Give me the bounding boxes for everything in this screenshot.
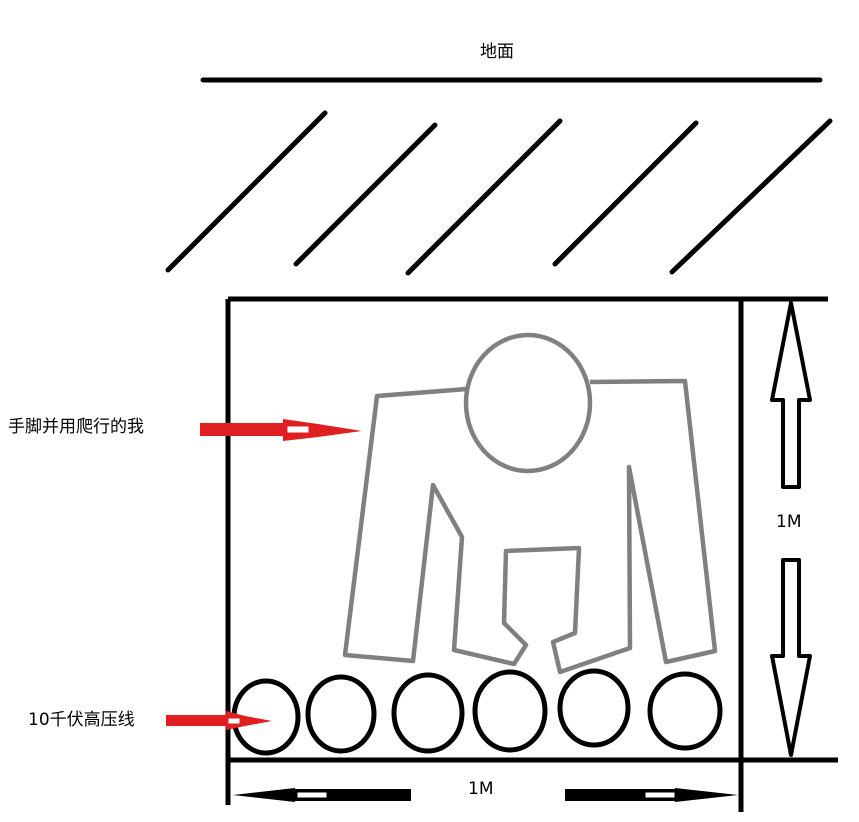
height-dimension-label: 1M — [776, 512, 802, 532]
wire-conductor — [391, 672, 465, 754]
ground-label: 地面 — [480, 42, 514, 62]
high-voltage-wire-label: 10千伏高压线 — [28, 710, 135, 730]
wire-conductor — [647, 671, 723, 751]
wire-conductor — [557, 668, 631, 748]
ground-hatch — [293, 122, 438, 267]
height-arrow-down — [770, 558, 812, 757]
width-arrow-left — [233, 788, 411, 802]
figure-head — [463, 332, 593, 474]
pointer-arrow-wire — [166, 711, 272, 730]
crawling-person-label: 手脚并用爬行的我 — [8, 417, 144, 437]
crawling-person-figure — [342, 332, 718, 675]
wire-conductor — [472, 669, 548, 753]
ground-hatch — [405, 118, 563, 276]
figure-left-arm — [342, 378, 718, 675]
ground-hatch — [669, 118, 833, 275]
height-arrow-up — [770, 301, 812, 489]
ground-hatch — [552, 120, 699, 267]
tunnel-box — [225, 296, 838, 812]
ground-surface — [165, 77, 833, 276]
wire-conductor — [305, 674, 377, 754]
ground-hatch — [165, 110, 328, 273]
width-arrow-right — [565, 788, 738, 802]
width-dimension-label: 1M — [468, 779, 494, 799]
pointer-arrow-me — [200, 419, 362, 441]
high-voltage-wires — [231, 668, 723, 756]
